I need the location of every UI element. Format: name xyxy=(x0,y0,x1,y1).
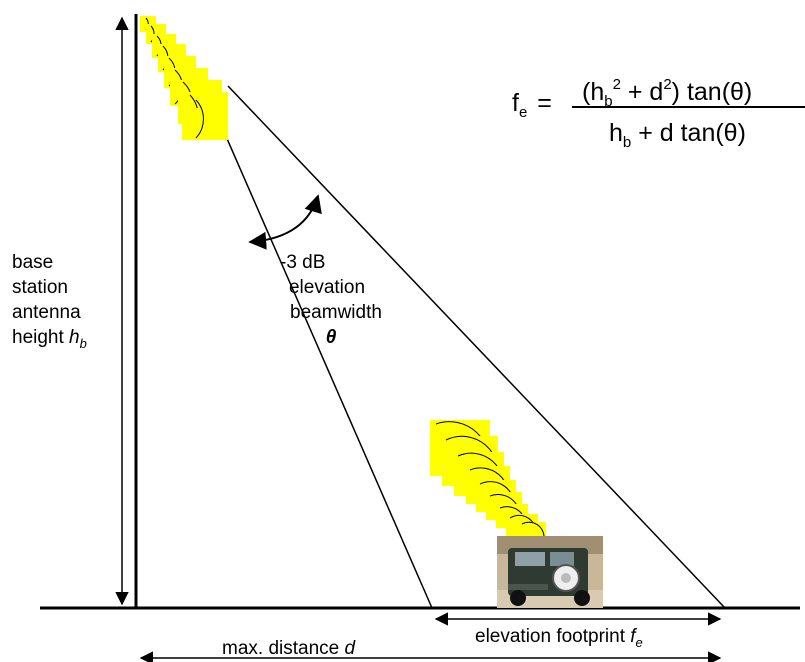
distance-prefix: max. distance xyxy=(222,638,345,659)
footprint-subscript: e xyxy=(635,635,643,650)
footprint-symbol: f xyxy=(630,626,636,647)
beamwidth-angle-arc xyxy=(248,194,322,250)
formula-num-sup: 2 xyxy=(612,76,621,93)
antenna-height-line1: base xyxy=(12,252,54,273)
footprint-label: elevation footprint fe xyxy=(475,624,643,655)
beamwidth-line2: elevation xyxy=(288,277,366,298)
antenna-height-subscript: b xyxy=(79,336,87,351)
formula-denominator: hb + d tan(θ) xyxy=(609,118,746,158)
formula-den-sub: b xyxy=(622,134,632,151)
vehicle-photo-icon xyxy=(497,536,603,608)
antenna-height-line4: height hb xyxy=(12,325,87,356)
formula-num-open: (h xyxy=(582,78,605,106)
formula-den-head: h xyxy=(609,119,623,147)
formula-num-sub: b xyxy=(604,93,613,110)
mobile-radio-wave-icon xyxy=(430,420,546,540)
distance-symbol: d xyxy=(344,638,356,659)
formula-den-tail: + d tan(θ) xyxy=(631,119,746,147)
antenna-height-line3: antenna xyxy=(12,302,81,323)
antenna-height-prefix: height xyxy=(12,327,70,348)
beamwidth-label: -3 dB elevation beamwidth θ xyxy=(262,250,392,350)
beamwidth-line1: -3 dB xyxy=(280,252,326,273)
formula-lhs-subscript: e xyxy=(518,104,528,121)
distance-label: max. distance d xyxy=(222,636,355,661)
antenna-height-symbol: h xyxy=(69,327,80,348)
beam-lower-edge xyxy=(203,85,433,609)
formula-num-sup2: 2 xyxy=(663,76,672,93)
antenna-height-label: base station antenna height hb xyxy=(12,250,87,356)
formula-num-mid: + d xyxy=(620,78,664,106)
formula-lhs: fe = xyxy=(512,88,552,128)
formula-lhs-symbol: f xyxy=(512,89,519,117)
formula-numerator: (hb2 + d2) tan(θ) xyxy=(582,70,752,117)
antenna-height-line2: station xyxy=(12,277,68,298)
formula-num-tail: ) tan(θ) xyxy=(671,78,753,106)
beamwidth-symbol: θ xyxy=(325,327,337,348)
footprint-prefix: elevation footprint xyxy=(475,626,631,647)
antenna-radio-wave-icon xyxy=(140,16,228,140)
formula-equals: = xyxy=(537,89,552,117)
beamwidth-line3: beamwidth xyxy=(290,302,382,323)
beam-upper-edge xyxy=(227,85,726,609)
